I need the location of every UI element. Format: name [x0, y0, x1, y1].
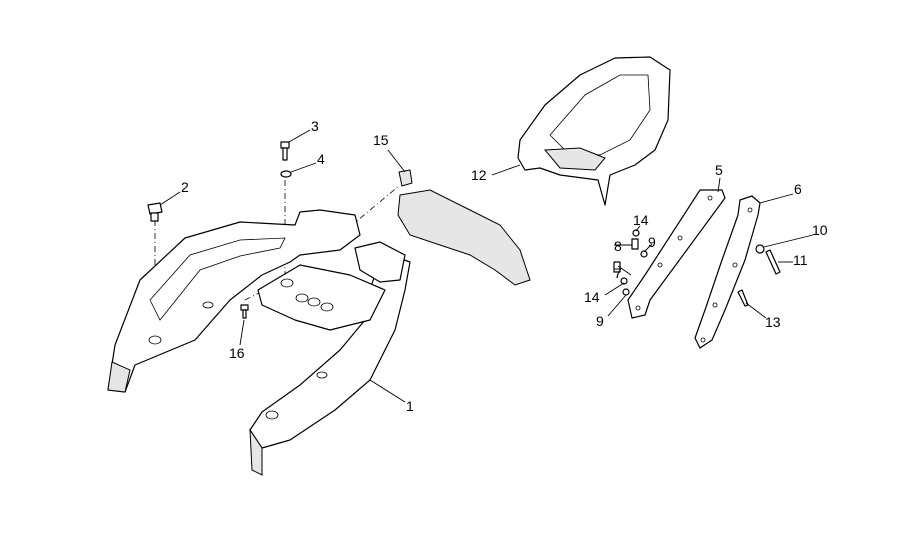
- license-plate-holder: [397, 189, 531, 286]
- small-hardware: [613, 229, 781, 307]
- callout-12: 12: [471, 167, 487, 183]
- callout-5: 5: [715, 162, 723, 178]
- callout-9b: 9: [596, 313, 604, 329]
- rear-cowl-12: [517, 56, 671, 206]
- screw-16: [240, 304, 249, 319]
- screw-3: [280, 141, 290, 161]
- callout-2: 2: [181, 179, 189, 195]
- callout-1: 1: [406, 398, 414, 414]
- callout-14a: 14: [633, 212, 649, 228]
- clip-15: [398, 169, 413, 187]
- trim-strip-5: [627, 189, 726, 319]
- callout-7: 7: [614, 265, 622, 281]
- callout-4: 4: [317, 151, 325, 167]
- grab-rail-frame: [107, 209, 411, 476]
- callout-13: 13: [765, 314, 781, 330]
- callout-10: 10: [812, 222, 828, 238]
- callout-16: 16: [229, 345, 245, 361]
- callout-3: 3: [311, 118, 319, 134]
- callout-6: 6: [794, 181, 802, 197]
- callout-9a: 9: [648, 234, 656, 250]
- leader-lines: [159, 129, 814, 403]
- washer-4: [280, 170, 292, 178]
- callout-15: 15: [373, 132, 389, 148]
- callout-11: 11: [793, 252, 808, 268]
- callout-14b: 14: [584, 289, 600, 305]
- bolt-2: [147, 202, 163, 222]
- callout-8: 8: [614, 238, 622, 254]
